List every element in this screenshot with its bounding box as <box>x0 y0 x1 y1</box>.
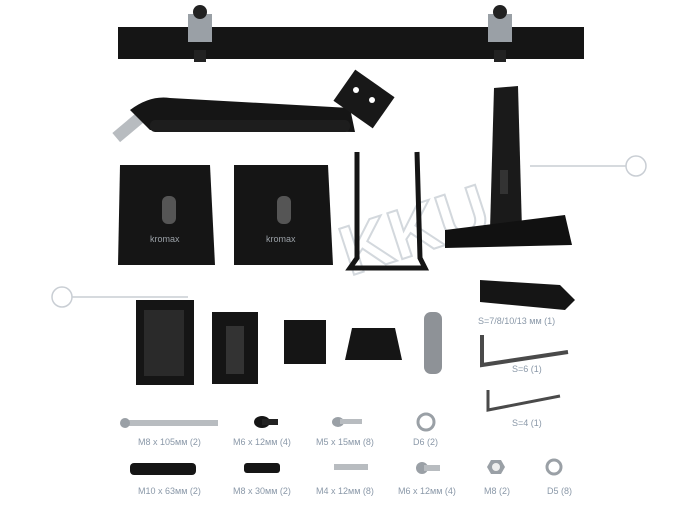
screw-m4x12 <box>334 464 368 470</box>
wrench <box>480 280 575 310</box>
square-plate <box>284 320 326 364</box>
label-m8x105: M8 x 105мм (2) <box>138 437 201 447</box>
desk-stand <box>445 86 572 248</box>
vesa-plate-right: kromax <box>234 165 333 265</box>
nut-m8 <box>487 460 505 474</box>
label-m8-nut: M8 (2) <box>484 486 511 496</box>
hex-key-4 <box>486 390 561 412</box>
bolt-m10x63 <box>130 463 196 475</box>
label-m4x12: M4 x 12мм (8) <box>316 486 374 496</box>
bolt-m8x105 <box>120 418 218 428</box>
screw-m6x12 <box>416 462 440 474</box>
label-m6x12-b: M6 x 12мм (4) <box>398 486 456 496</box>
label-m6x12: M6 x 12мм (4) <box>233 437 291 447</box>
label-wrench: S=7/8/10/13 мм (1) <box>478 316 556 326</box>
u-bracket <box>345 151 430 271</box>
label-hex-6: S=6 (1) <box>512 364 542 374</box>
label-d6: D6 (2) <box>413 437 439 447</box>
vesa-plate-left: kromax <box>118 165 215 265</box>
svg-text:kromax: kromax <box>266 234 296 244</box>
svg-text:kromax: kromax <box>150 234 180 244</box>
bolt-m6x12 <box>254 416 278 428</box>
label-m8x30: M8 x 30мм (2) <box>233 486 291 496</box>
label-d5: D5 (8) <box>547 486 573 496</box>
triangle-bracket <box>345 328 402 360</box>
label-m10x63: M10 x 63мм (2) <box>138 486 201 496</box>
bolt-m8x30 <box>244 463 280 473</box>
hex-key-6 <box>480 335 569 368</box>
monitor-arm <box>112 69 395 143</box>
washer-d5 <box>545 458 563 476</box>
screw-m5x15 <box>332 417 362 427</box>
wall-bracket <box>136 300 194 385</box>
cable-cover <box>212 312 258 384</box>
label-hex-4: S=4 (1) <box>512 418 542 428</box>
label-m5x15: M5 x 15мм (8) <box>316 437 374 447</box>
grommet-bolt <box>424 312 442 374</box>
washer-d6 <box>416 412 436 432</box>
mounting-rail <box>118 5 584 62</box>
